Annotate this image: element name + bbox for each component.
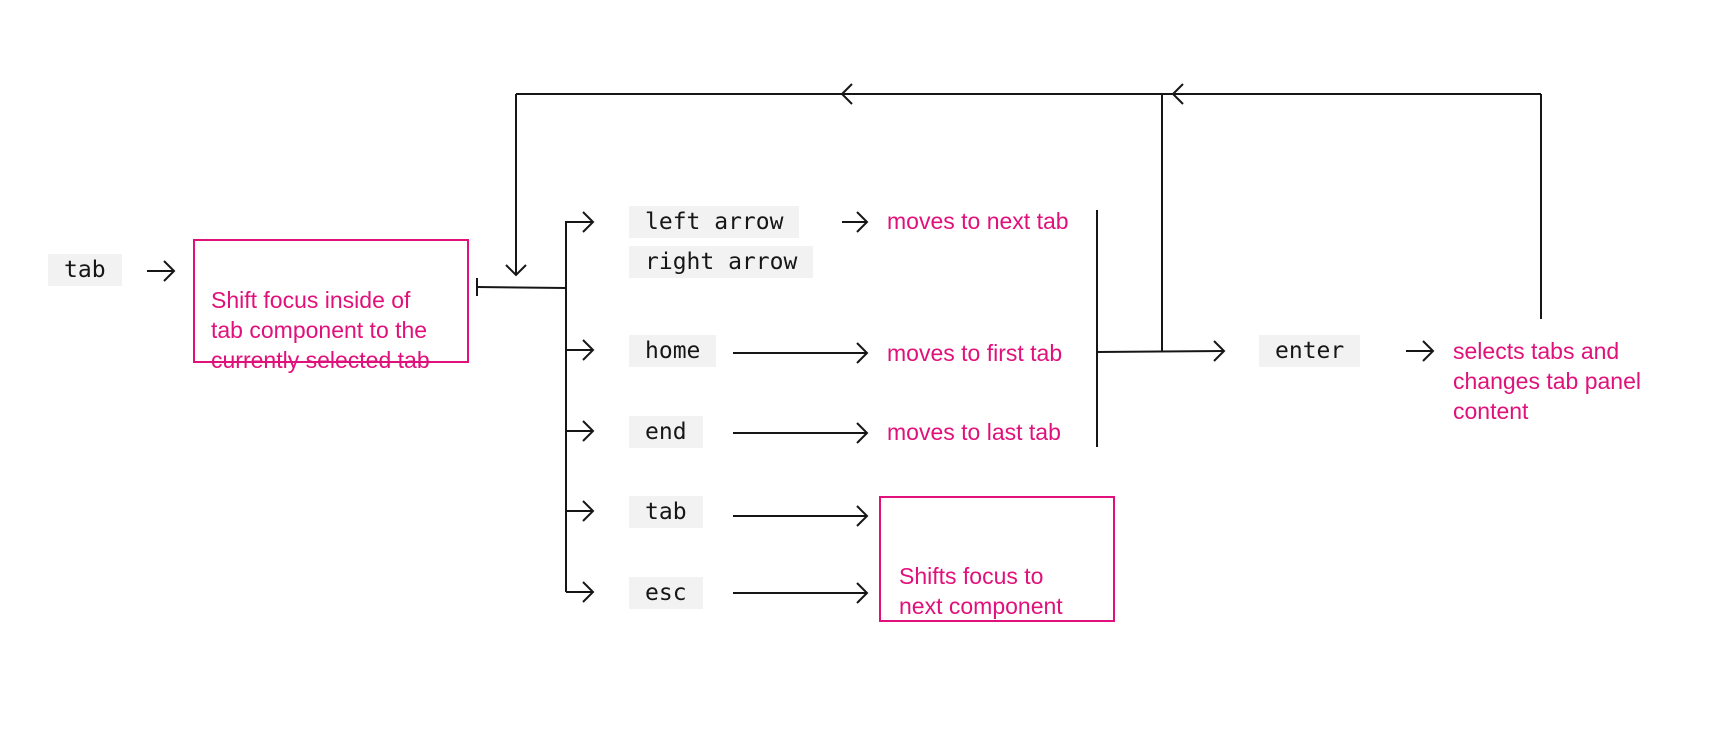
arrow-right-icon xyxy=(566,500,595,522)
key-tab-entry: tab xyxy=(48,254,122,286)
key-esc: esc xyxy=(629,577,703,609)
arrow-right-icon xyxy=(733,422,869,444)
key-left-arrow: left arrow xyxy=(629,206,800,238)
arrow-left-icon xyxy=(840,83,853,105)
last-tab-label: moves to last tab xyxy=(887,419,1061,445)
key-tab: tab xyxy=(629,496,703,528)
arrow-left-icon xyxy=(1171,83,1184,105)
key-end: end xyxy=(629,416,703,448)
next-tab-label: moves to next tab xyxy=(887,208,1069,234)
arrow-right-icon xyxy=(566,420,595,442)
arrow-right-icon xyxy=(733,342,869,364)
arrow-right-icon xyxy=(566,581,595,603)
next-component-text: Shifts focus to next component xyxy=(899,563,1063,619)
arrow-right-icon xyxy=(1406,340,1435,362)
arrow-right-icon xyxy=(566,211,595,233)
key-home: home xyxy=(629,335,717,367)
arrow-right-icon xyxy=(1096,340,1226,362)
selects-tabs-label: selects tabs and changes tab panel conte… xyxy=(1453,338,1641,424)
box-to-trunk-line xyxy=(476,286,567,289)
key-right-arrow: right arrow xyxy=(629,246,814,278)
shift-focus-inside-box: Shift focus inside of tab component to t… xyxy=(193,239,469,373)
key-enter: enter xyxy=(1259,335,1361,367)
arrow-down-icon xyxy=(505,94,527,277)
arrow-right-icon xyxy=(733,505,869,527)
arrow-right-icon xyxy=(566,339,595,361)
arrow-right-icon xyxy=(733,582,869,604)
arrow-right-icon xyxy=(842,211,869,233)
next-component-box: Shifts focus to next component xyxy=(879,496,1115,622)
arrow-right-icon xyxy=(147,260,176,282)
first-tab-label: moves to first tab xyxy=(887,340,1063,366)
shift-focus-inside-text: Shift focus inside of tab component to t… xyxy=(211,287,430,373)
